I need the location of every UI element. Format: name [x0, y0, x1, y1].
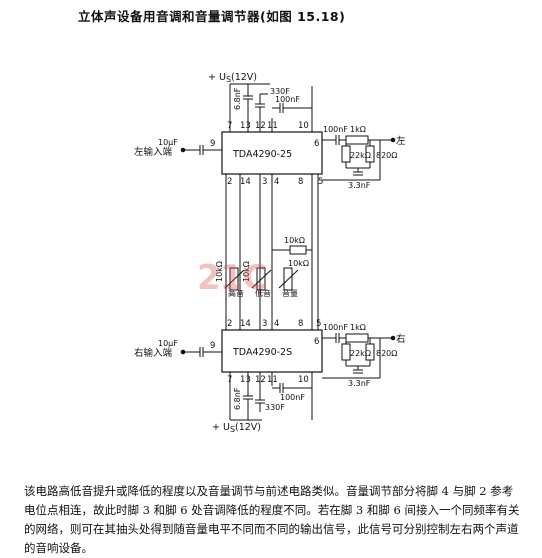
top-pin-3: 3 [262, 177, 267, 187]
bottom-pin-4: 4 [274, 319, 279, 329]
bottom-pin-6: 6 [314, 337, 319, 347]
top-pin-11: 11 [267, 121, 278, 131]
bottom-pin-10: 10 [298, 375, 309, 385]
top-pin-13: 13 [240, 121, 251, 131]
top-pin-7: 7 [227, 121, 232, 131]
top-pin-12: 12 [255, 121, 266, 131]
bottom-pin-2: 2 [227, 319, 232, 329]
top-pin-10: 10 [298, 121, 309, 131]
bottom-pin-13: 13 [240, 375, 251, 385]
bottom-pin-3: 3 [262, 319, 267, 329]
pot-treble-label: 高音 [228, 288, 244, 298]
top-pin-14: 14 [240, 177, 251, 187]
top-cap-3n3-label: 3.3nF [348, 181, 371, 190]
top-res-820-label: 820Ω [376, 151, 397, 160]
description-paragraph: 该电路高低音提升或降低的程度以及音量调节与前述电路类似。音量调节部分将脚 4 与… [24, 484, 520, 555]
top-pin-8: 8 [298, 177, 303, 187]
top-cap-out-label: 100nF [323, 125, 348, 134]
bottom-output-label: 右 [396, 333, 406, 345]
top-output-label: 左 [396, 135, 406, 147]
bottom-pin-5: 5 [316, 319, 321, 329]
top-res-1k-label: 1kΩ [350, 125, 366, 134]
bottom-input-label: 右输入端 [134, 347, 173, 359]
top-cap-in-label: 10μF [158, 138, 178, 147]
pot-volume-label: 音量 [282, 288, 298, 298]
bottom-pin-11: 11 [267, 375, 278, 385]
bottom-cap-330f-label: 330F [265, 403, 285, 412]
bottom-res-820-label: 820Ω [376, 349, 397, 358]
series-res-10k-label: 10kΩ [284, 236, 305, 245]
page-title: 立体声设备用音调和音量调节器(如图 15.18) [78, 9, 346, 24]
top-res-22k-label: 22kΩ [350, 151, 371, 160]
bottom-cap-100nf-label: 100nF [280, 393, 305, 402]
top-cap-330f-label: 330F [270, 87, 290, 96]
watermark-logo: 21C [197, 258, 267, 298]
pot-treble-value: 10kΩ [215, 261, 224, 282]
top-chip-label: TDA4290-25 [232, 149, 292, 160]
top-pin-4: 4 [274, 177, 279, 187]
bottom-pin-9: 9 [210, 341, 215, 351]
top-pin-5: 5 [318, 177, 323, 187]
bottom-cap-6n8-label: 6.8nF [233, 387, 242, 410]
bottom-supply-label: + US(12V) [212, 422, 261, 434]
bottom-pin-7: 7 [227, 375, 232, 385]
bottom-cap-3n3-label: 3.3nF [348, 379, 371, 388]
top-input-label: 左输入端 [134, 146, 173, 158]
bottom-pin-12: 12 [255, 375, 266, 385]
bottom-res-22k-label: 22kΩ [350, 349, 371, 358]
top-pin-6: 6 [314, 139, 319, 149]
top-pin-9: 9 [210, 139, 215, 149]
bottom-res-1k-label: 1kΩ [350, 323, 366, 332]
pot-bass-value: 10kΩ [242, 261, 251, 282]
pot-volume-value: 10kΩ [288, 259, 309, 268]
bottom-cap-in-label: 10μF [158, 339, 178, 348]
top-supply-label: + US(12V) [208, 72, 257, 84]
top-cap-100nf-label: 100nF [275, 95, 300, 104]
bottom-pin-14: 14 [240, 319, 251, 329]
bottom-chip-label: TDA4290-2S [232, 347, 292, 358]
top-cap-6n8-label: 6.8nF [233, 87, 242, 110]
top-pin-2: 2 [227, 177, 232, 187]
bottom-pin-8: 8 [298, 319, 303, 329]
pot-bass-label: 低音 [255, 288, 271, 298]
bottom-cap-out-label: 100nF [323, 323, 348, 332]
